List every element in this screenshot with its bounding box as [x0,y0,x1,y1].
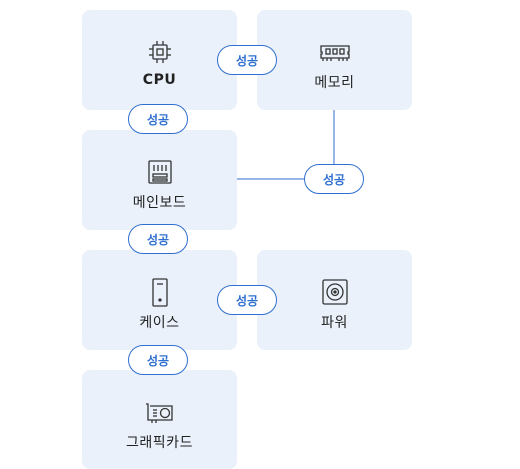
status-badge-memory-motherboard: 성공 [304,164,364,194]
motherboard-card[interactable]: 메인보드 [82,130,237,230]
gpu-label: 그래픽카드 [126,435,193,451]
status-badge-motherboard-case: 성공 [128,224,188,254]
graphics-card-icon [144,396,176,428]
motherboard-label: 메인보드 [132,195,187,211]
status-badge-case-gpu: 성공 [128,345,188,375]
cpu-card[interactable]: CPU [82,10,237,110]
case-card[interactable]: 케이스 [82,250,237,350]
memory-label: 메모리 [314,75,355,91]
cpu-label: CPU [142,72,177,88]
memory-icon [319,36,351,68]
status-badge-cpu-memory: 성공 [217,45,277,75]
power-supply-icon [319,276,351,308]
case-icon [144,276,176,308]
case-label: 케이스 [139,315,180,331]
gpu-card[interactable]: 그래픽카드 [82,370,237,469]
power-label: 파워 [321,315,348,331]
status-badge-cpu-motherboard: 성공 [128,104,188,134]
cpu-icon [144,36,176,68]
power-card[interactable]: 파워 [257,250,412,350]
memory-card[interactable]: 메모리 [257,10,412,110]
status-badge-case-power: 성공 [217,285,277,315]
motherboard-icon [144,156,176,188]
